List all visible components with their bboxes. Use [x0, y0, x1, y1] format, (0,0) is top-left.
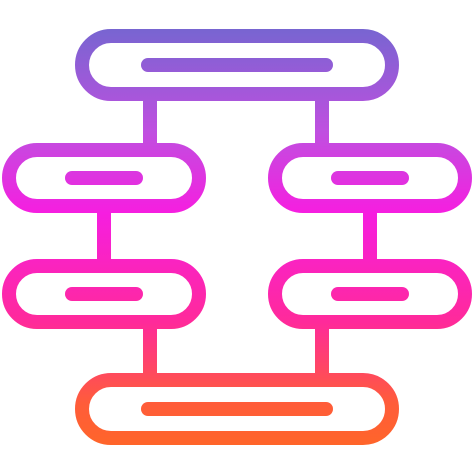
node-right-upper [268, 143, 472, 213]
node-bottom [75, 373, 399, 445]
node-left-upper [2, 143, 206, 213]
node-left-lower [2, 259, 206, 329]
node-top [75, 29, 399, 101]
node-right-lower [268, 259, 472, 329]
